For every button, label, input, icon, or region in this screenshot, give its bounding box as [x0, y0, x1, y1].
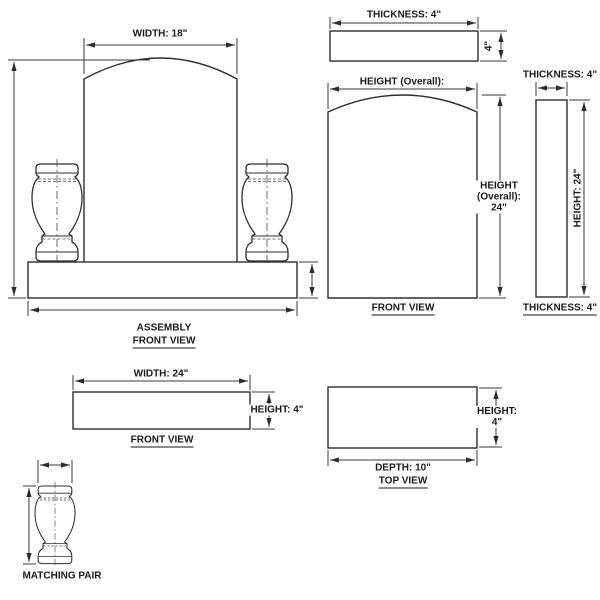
- tablet-side-view-drawing: [535, 82, 590, 298]
- tablet-front-outline: [327, 94, 478, 299]
- matching-pair-vase-icon: [34, 481, 76, 568]
- assembly-tablet-outline: [83, 57, 238, 262]
- assembly-title-line2: FRONT VIEW: [132, 335, 196, 349]
- base-top-depth-label: DEPTH: 10": [375, 462, 431, 474]
- base-front-view-drawing: [72, 375, 275, 430]
- assembly-front-view-drawing: [8, 38, 318, 316]
- tablet-side-view-outline: [535, 99, 568, 298]
- tablet-side-height-label: HEIGHT: 24": [572, 166, 584, 230]
- base-front-width-label: WIDTH: 24": [133, 368, 189, 380]
- base-front-height-label: HEIGHT: 4": [248, 404, 306, 416]
- tablet-side-view-title: THICKNESS: 4": [522, 302, 598, 316]
- tablet-top-thickness-label: THICKNESS: 4": [366, 9, 442, 21]
- base-top-height-label: HEIGHT: 4": [476, 406, 518, 428]
- tablet-front-view-title: FRONT VIEW: [371, 302, 435, 316]
- tablet-top-side-label: 4": [483, 40, 495, 52]
- tablet-side-thickness-top-label: THICKNESS: 4": [522, 69, 598, 81]
- matching-pair-drawing: [23, 460, 76, 568]
- base-top-view-title: TOP VIEW: [378, 475, 428, 489]
- tablet-front-height-label: HEIGHT (Overall): 24": [476, 180, 522, 214]
- assembly-base-outline: [27, 261, 298, 299]
- assembly-title-line1: ASSEMBLY: [136, 322, 192, 334]
- tablet-top-view-drawing: [329, 17, 507, 62]
- matching-pair-label: MATCHING PAIR: [22, 570, 102, 582]
- vase-left-icon: [31, 158, 83, 266]
- tablet-front-view-drawing: [327, 83, 506, 299]
- tablet-top-view-outline: [329, 30, 479, 62]
- tablet-front-top-label: HEIGHT (Overall):: [359, 76, 445, 88]
- vase-right-icon: [241, 158, 293, 266]
- base-top-view-outline: [327, 386, 478, 449]
- base-front-view-title: FRONT VIEW: [130, 434, 194, 448]
- base-front-view-outline: [72, 391, 251, 430]
- assembly-width-label: WIDTH: 18": [132, 28, 188, 40]
